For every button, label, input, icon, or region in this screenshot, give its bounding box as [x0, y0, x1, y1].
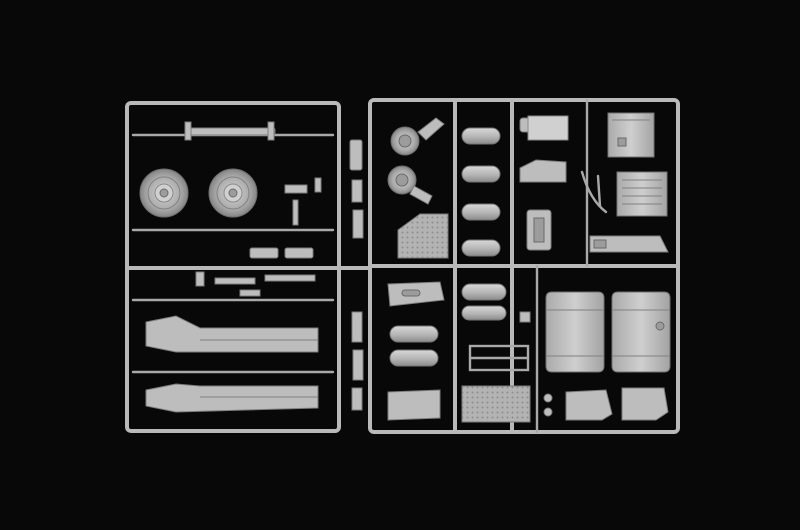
small-valve-parts — [519, 311, 553, 417]
chassis-rail-lower — [145, 383, 319, 413]
battery-box-cover — [607, 112, 655, 158]
tread-plate-lower — [461, 385, 531, 423]
center-connector-strip — [337, 139, 372, 411]
plate-with-slot — [387, 281, 445, 307]
small-fittings-upper — [519, 115, 569, 251]
fuel-tank-right — [611, 291, 671, 373]
round-cover-lower — [387, 165, 433, 205]
ribbed-box-part — [616, 171, 668, 217]
bracket-plate-right — [589, 235, 669, 253]
fuel-tank-left — [545, 291, 605, 373]
wheel-hub-left — [139, 168, 189, 218]
axle-bar-part — [184, 121, 276, 141]
tank-end-cover-right — [621, 387, 669, 421]
curved-pipe-parts — [580, 170, 608, 214]
air-tanks-lower-left — [387, 325, 441, 421]
chassis-rail-upper — [145, 315, 319, 353]
air-tanks-lower-center — [461, 283, 507, 321]
round-cover-upper — [390, 117, 445, 156]
right-sprue-frame — [368, 98, 680, 434]
air-tanks-upper — [461, 127, 501, 257]
tank-end-cover-left — [565, 389, 613, 421]
left-small-brackets — [195, 177, 322, 297]
tread-plate-step — [397, 213, 449, 259]
wheel-hub-right — [208, 168, 258, 218]
step-frame-part — [468, 344, 530, 372]
